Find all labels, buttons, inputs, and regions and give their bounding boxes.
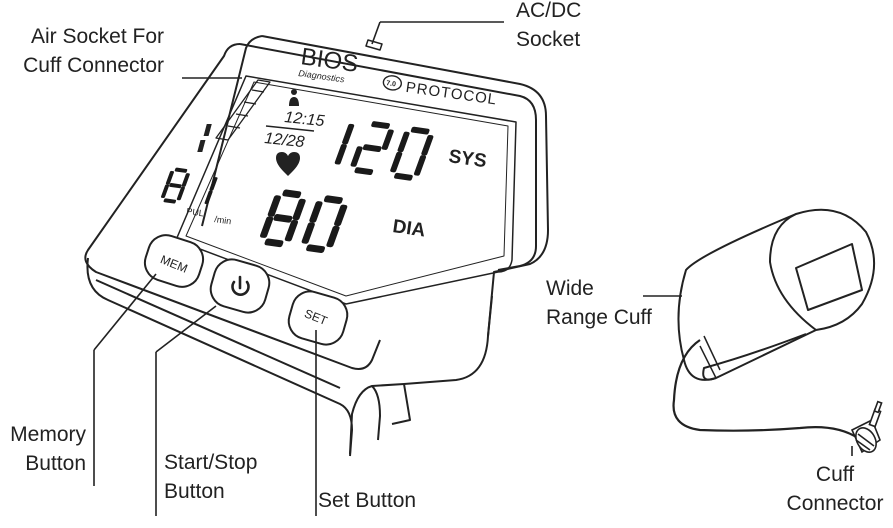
segment: [181, 173, 190, 187]
segment: [394, 172, 413, 181]
set-button[interactable]: SET: [284, 287, 351, 349]
level-indicator: [197, 124, 212, 152]
callout-wide-range-cuff: Wide Range Cuff: [546, 274, 652, 332]
callout-acdc-socket: AC/DC Socket: [516, 0, 581, 54]
seven-segment-digit: [160, 167, 190, 204]
callout-start-stop-line2: Button: [164, 480, 225, 503]
segment: [381, 129, 394, 150]
segment: [301, 222, 315, 244]
seven-segment-digit: [390, 126, 434, 181]
segment: [410, 126, 430, 135]
segment: [334, 144, 347, 165]
segment: [413, 155, 427, 176]
min-label: /min: [214, 214, 232, 226]
segment: [350, 146, 363, 167]
segment: [371, 121, 390, 129]
lcd-date: 12/28: [264, 130, 306, 151]
brand-logo: BIOS Diagnostics: [298, 43, 360, 84]
segment: [326, 225, 340, 248]
callout-set-button: Set Button: [318, 486, 416, 515]
segment: [362, 144, 382, 152]
segment: [323, 195, 343, 205]
model-badge: 7.0: [386, 80, 397, 88]
user-icon: [289, 89, 299, 106]
segment: [421, 135, 434, 156]
segment: [165, 170, 174, 185]
callout-memory-line1: Memory: [10, 423, 86, 446]
segment: [163, 198, 177, 204]
callout-cuff-connector: Cuff Connector: [780, 460, 890, 518]
start-stop-button[interactable]: [206, 255, 273, 317]
callout-cuff-line2: Range Cuff: [546, 306, 652, 329]
callout-memory-line2: Button: [25, 452, 86, 475]
cuff-connector: [850, 400, 883, 454]
seven-segment-digit: [350, 121, 394, 176]
segment: [176, 186, 185, 201]
wide-range-cuff: [677, 208, 876, 381]
segment: [354, 167, 374, 176]
segment: [209, 177, 218, 191]
callout-air-socket: Air Socket For Cuff Connector: [14, 22, 164, 80]
callout-start-stop-line1: Start/Stop: [164, 451, 258, 474]
callout-air-socket-line1: Air Socket For: [30, 25, 164, 48]
segment: [169, 183, 182, 189]
callout-acdc-line2: Socket: [516, 28, 581, 51]
cuff-tube: [672, 339, 859, 439]
callout-set-line1: Set Button: [318, 489, 417, 512]
sys-label: SYS: [447, 146, 488, 172]
seven-segment-digit: [204, 177, 218, 205]
seven-segment-digit: [260, 189, 306, 248]
segment: [284, 219, 299, 242]
segment: [397, 131, 410, 153]
segment: [264, 238, 284, 248]
seven-segment-digit: [301, 195, 348, 254]
segment: [390, 151, 403, 173]
callout-memory-button: Memory Button: [4, 420, 86, 478]
segment: [204, 190, 213, 205]
callout-acdc-line1: AC/DC: [516, 0, 582, 22]
leader-lines: [93, 21, 853, 516]
segment: [267, 195, 281, 217]
pulse-reading: [160, 167, 218, 205]
lcd-time: 12:15: [284, 109, 326, 130]
segment: [160, 184, 170, 199]
segment: [273, 214, 293, 223]
sys-reading: [334, 121, 434, 181]
segment: [292, 198, 306, 221]
dia-reading: [260, 189, 348, 254]
seven-segment-digit: [334, 123, 355, 165]
power-icon: [231, 275, 250, 296]
heart-icon: [276, 152, 300, 176]
callout-air-socket-line2: Cuff Connector: [23, 54, 164, 77]
callout-start-stop-button: Start/Stop Button: [164, 448, 257, 506]
callout-connector-line2: Connector: [786, 492, 884, 515]
callout-cuff-line1: Wide: [546, 277, 594, 300]
mem-button[interactable]: MEM: [140, 230, 207, 291]
segment: [342, 123, 355, 145]
segment: [334, 204, 348, 227]
segment: [282, 189, 302, 199]
segment: [174, 167, 188, 173]
segment: [260, 216, 274, 238]
segment: [306, 244, 326, 254]
model-logo: 7.0 PROTOCOL: [382, 75, 498, 109]
callout-connector-line1: Cuff: [815, 463, 855, 486]
pul-label: PUL: [186, 206, 205, 218]
dia-label: DIA: [391, 216, 427, 241]
lcd-display: 12:15 12/28 SYS DIA PUL /min: [160, 89, 488, 254]
segment: [309, 201, 323, 223]
